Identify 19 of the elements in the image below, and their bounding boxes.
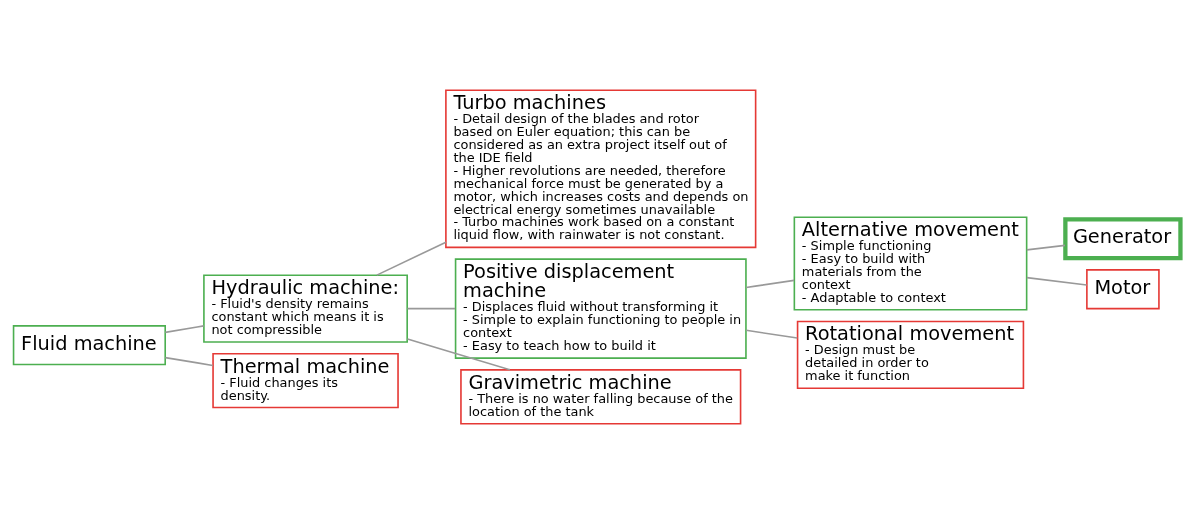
node-box: Hydraulic machine: - Fluid's density remains constant which means it is not compressible: [203, 274, 408, 343]
node-box: Alternative movement - Simple functioning - Easy to build with materials from the context - Adaptable to context: [793, 216, 1028, 311]
connector: [745, 279, 795, 289]
connector: [1026, 244, 1066, 251]
connector: [164, 356, 214, 367]
node-box: Generator: [1063, 217, 1183, 261]
node-box: Rotational movement - Design must be detailed in order to make it function: [796, 320, 1025, 389]
node-box: Turbo machines - Detail design of the blades and rotor based on Euler equation; this can be considered as an extra project itself out of the IDE field - Higher revolutions are needed, therefore mechanical force must be generated by a motor, which increases costs and depends on electrical energy sometimes unavailable - Turbo machines work based on a constant liquid flow, with rainwater is not constant.: [445, 89, 757, 249]
connector: [1026, 276, 1088, 286]
connector: [745, 329, 799, 339]
node-box: Gravimetric machine - There is no water falling because of the location of the tank: [460, 369, 742, 425]
connector: [376, 241, 447, 276]
node-box: Motor: [1086, 269, 1160, 310]
connector: [406, 307, 456, 310]
node-box: Fluid machine: [12, 325, 166, 366]
node-box: Positive displacement machine - Displaces fluid without transforming it - Simple to explain functioning to people in context - Easy to teach how to build it: [454, 258, 747, 359]
connector: [406, 338, 511, 371]
node-box: Thermal machine - Fluid changes its density.: [212, 353, 399, 409]
connector: [164, 325, 205, 334]
